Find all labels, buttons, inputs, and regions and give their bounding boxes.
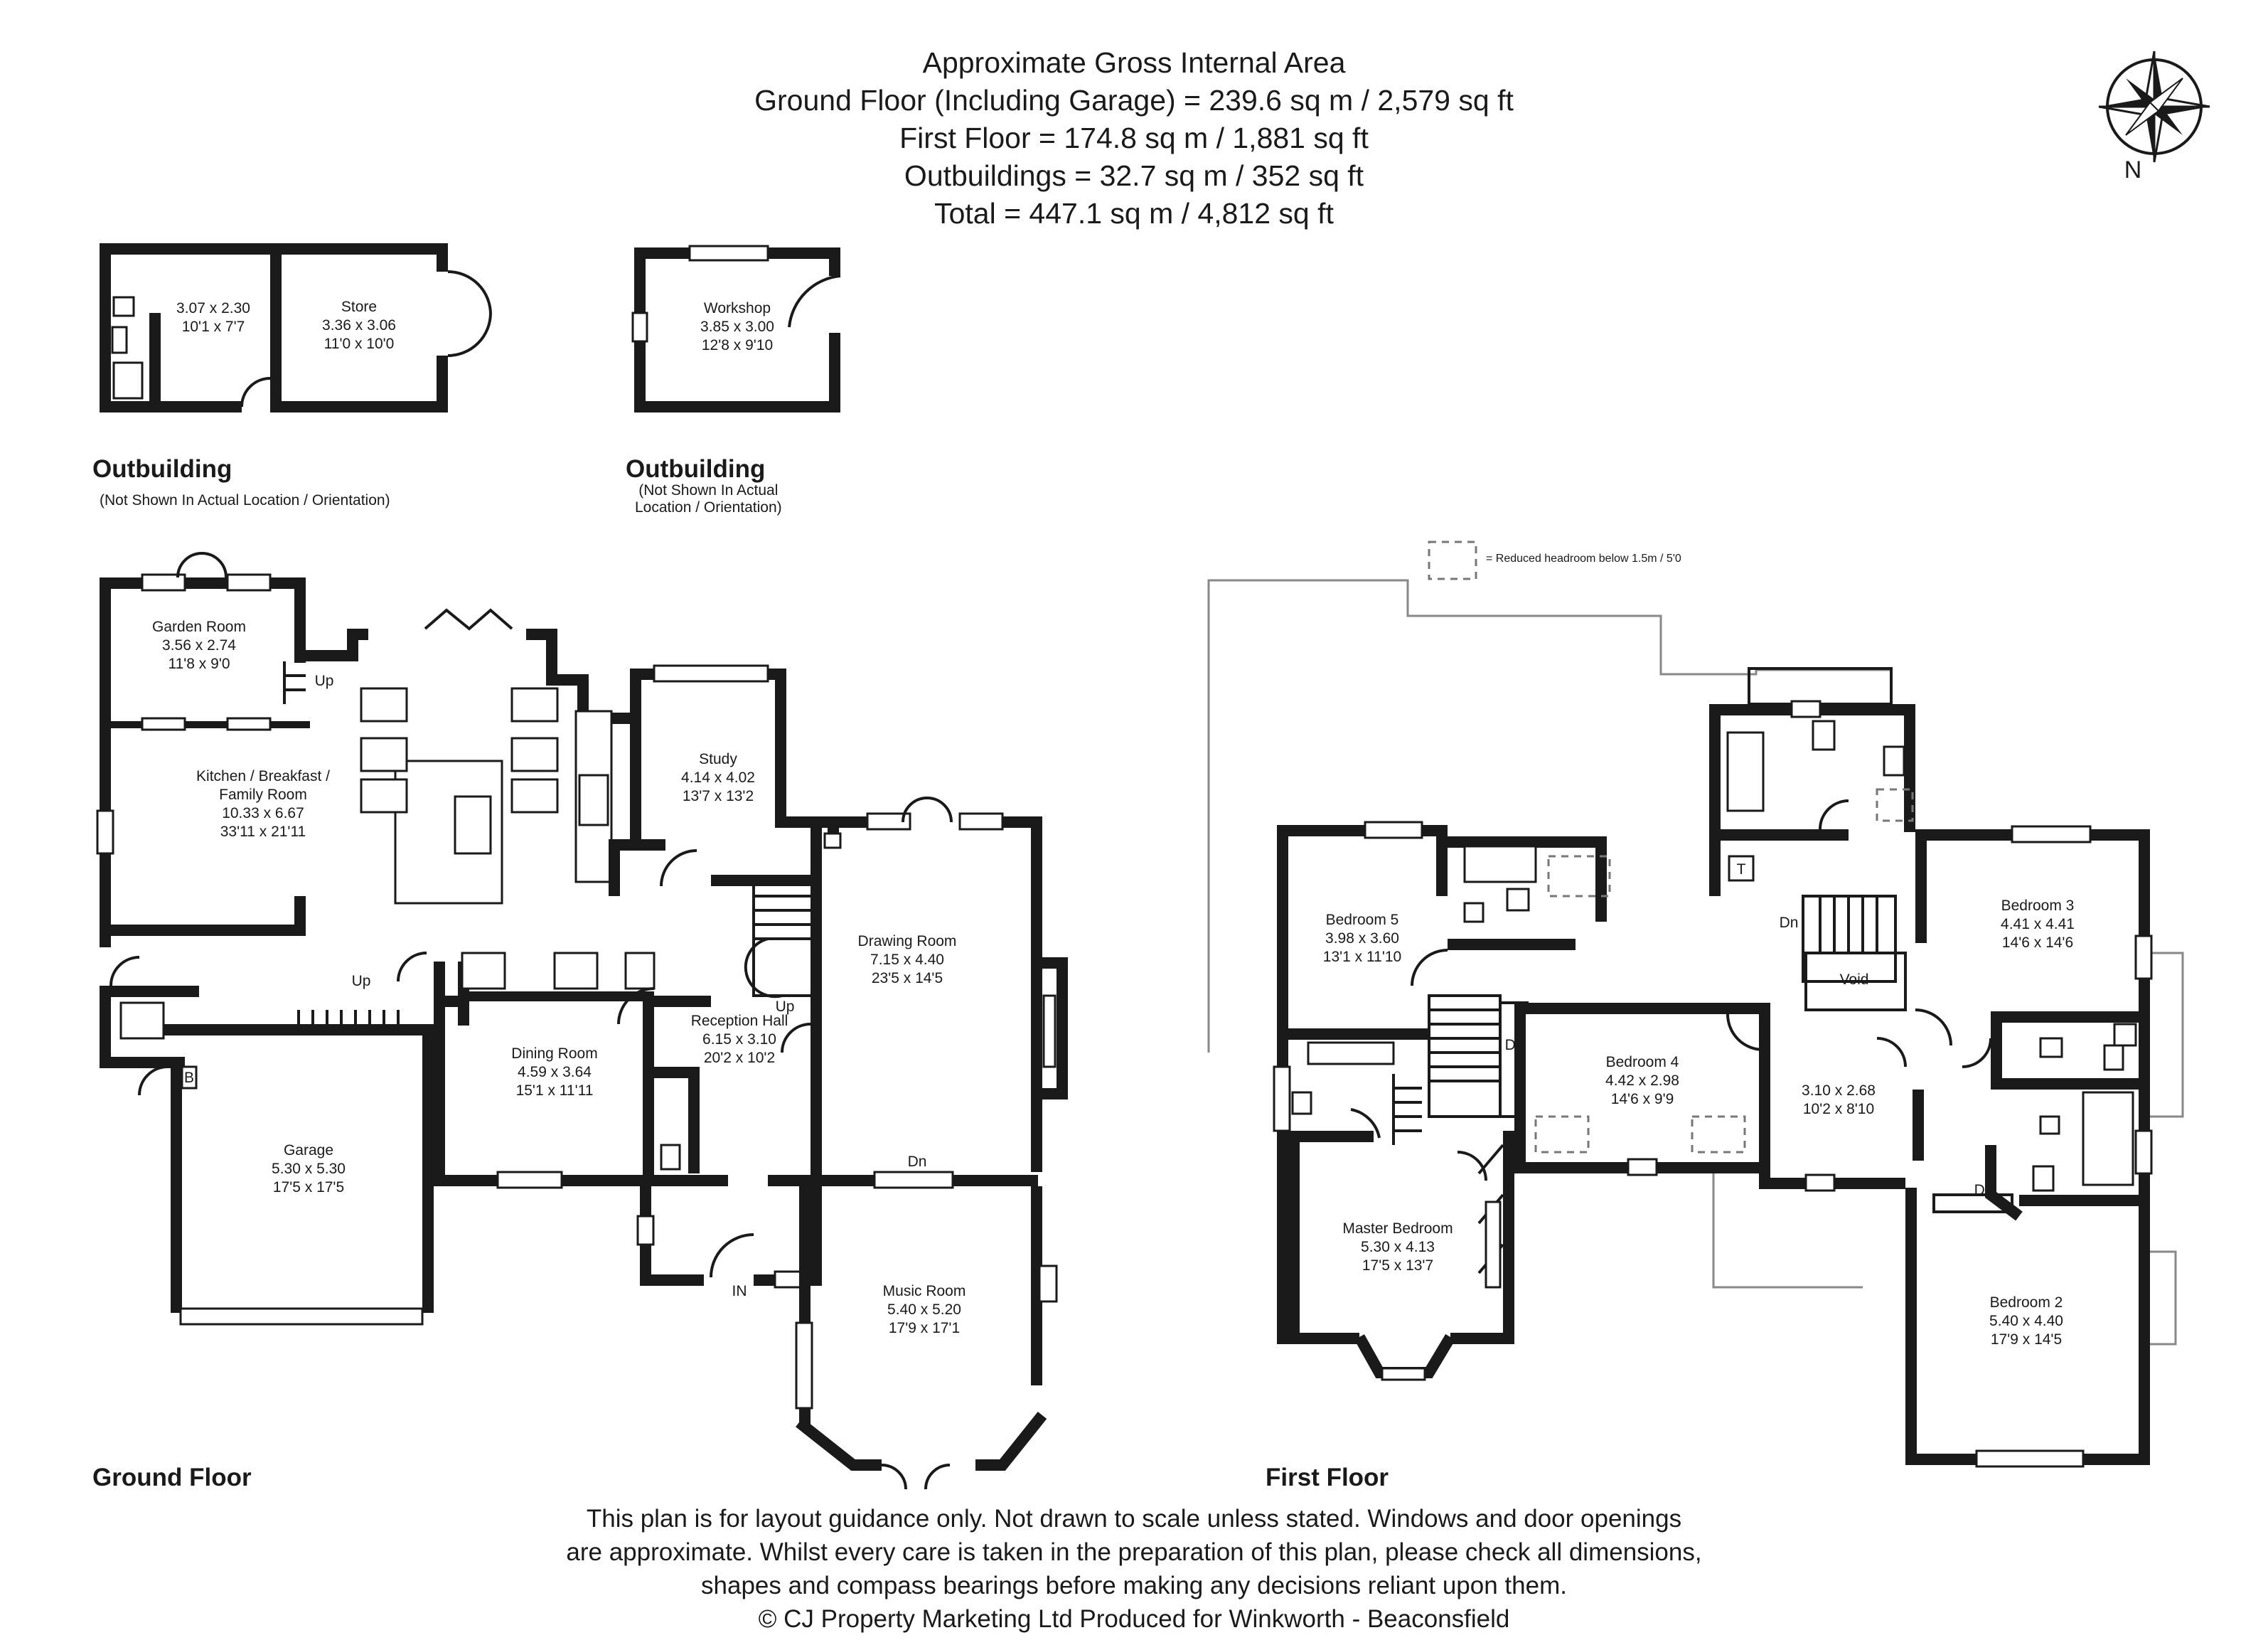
area-title: Approximate Gross Internal Area — [922, 46, 1346, 79]
garden-room-label: Garden Room — [152, 619, 246, 635]
garden-room-up-label: Up — [315, 673, 334, 689]
disclaimer-line1: This plan is for layout guidance only. N… — [586, 1505, 1682, 1533]
outbuilding-1-room-metric: 3.07 x 2.30 — [176, 300, 250, 316]
bedroom5-imperial: 13'1 x 11'10 — [1323, 949, 1401, 965]
drawing-room-label: Drawing Room — [858, 933, 957, 949]
store-metric: 3.36 x 3.06 — [322, 317, 396, 334]
bedroom4-metric: 4.42 x 2.98 — [1605, 1072, 1679, 1089]
tank-label: T — [1737, 861, 1746, 878]
dining-room-label: Dining Room — [511, 1045, 597, 1062]
utility-up-label: Up — [352, 973, 371, 989]
area-summary: Approximate Gross Internal Area Ground F… — [0, 44, 2268, 233]
first-floor-dn-label-1: Dn — [1505, 1037, 1524, 1053]
outbuilding-2-plan — [631, 245, 841, 412]
master-bedroom-imperial: 17'5 x 13'7 — [1362, 1257, 1433, 1274]
drawing-room-metric: 7.15 x 4.40 — [870, 952, 944, 968]
garage-imperial: 17'5 x 17'5 — [273, 1179, 344, 1196]
copyright-line: © CJ Property Marketing Ltd Produced for… — [758, 1605, 1510, 1633]
reduced-headroom-legend-text: = Reduced headroom below 1.5m / 5'0 — [1486, 553, 1681, 565]
compass-rose-icon — [2098, 50, 2210, 163]
first-floor-dn-label-2: Dn — [1780, 915, 1799, 931]
bedroom3-label: Bedroom 3 — [2001, 898, 2075, 914]
reception-hall-metric: 6.15 x 3.10 — [702, 1031, 776, 1048]
outbuilding-1-plan — [100, 243, 492, 412]
study-metric: 4.14 x 4.02 — [681, 770, 755, 786]
outbuilding-2-note-line2: Location / Orientation) — [635, 499, 782, 516]
study-label: Study — [699, 751, 737, 767]
kitchen-label-line1: Kitchen / Breakfast / — [196, 768, 330, 784]
dining-room-metric: 4.59 x 3.64 — [518, 1064, 592, 1080]
garage-label: Garage — [284, 1142, 333, 1159]
store-label: Store — [341, 299, 377, 315]
bedroom2-imperial: 17'9 x 14'5 — [1991, 1331, 2062, 1348]
ground-floor-title: Ground Floor — [92, 1464, 252, 1491]
first-floor-dn-label-3: Dn — [1974, 1182, 1994, 1198]
kitchen-label-line2: Family Room — [219, 787, 307, 803]
outbuildings-area: Outbuildings = 32.7 sq m / 352 sq ft — [904, 159, 1364, 192]
outbuilding-1-note: (Not Shown In Actual Location / Orientat… — [100, 492, 390, 508]
outbuilding-1-title: Outbuilding — [92, 455, 232, 483]
boiler-label: B — [184, 1070, 194, 1086]
garage-metric: 5.30 x 5.30 — [272, 1161, 346, 1177]
hall-up-label: Up — [776, 999, 795, 1015]
garden-room-metric: 3.56 x 2.74 — [162, 637, 236, 654]
disclaimer: This plan is for layout guidance only. N… — [0, 1502, 2268, 1636]
workshop-metric: 3.85 x 3.00 — [700, 319, 774, 335]
workshop-label: Workshop — [704, 300, 771, 316]
music-room-imperial: 17'9 x 17'1 — [889, 1320, 960, 1336]
bedroom3-imperial: 14'6 x 14'6 — [2002, 935, 2073, 951]
bedroom4-label: Bedroom 4 — [1606, 1054, 1679, 1070]
bedroom3-metric: 4.41 x 4.41 — [2001, 916, 2075, 932]
bedroom4-imperial: 14'6 x 9'9 — [1611, 1091, 1674, 1107]
outbuilding-2-note: (Not Shown In Actual Location / Orientat… — [635, 482, 782, 516]
disclaimer-line3: shapes and compass bearings before makin… — [701, 1572, 1567, 1599]
dining-room-imperial: 15'1 x 11'11 — [516, 1082, 594, 1099]
reduced-headroom-legend-swatch — [1428, 541, 1477, 580]
landing-room-imperial: 10'2 x 8'10 — [1803, 1101, 1874, 1117]
entrance-in-label: IN — [732, 1283, 747, 1299]
drawing-room-dn-label: Dn — [908, 1154, 927, 1170]
kitchen-imperial: 33'11 x 21'11 — [220, 824, 306, 840]
outbuilding-2-title: Outbuilding — [626, 455, 766, 483]
store-imperial: 11'0 x 10'0 — [324, 336, 395, 352]
master-bedroom-metric: 5.30 x 4.13 — [1361, 1239, 1435, 1255]
bedroom5-label: Bedroom 5 — [1326, 912, 1399, 928]
bedroom2-label: Bedroom 2 — [1990, 1294, 2063, 1311]
workshop-imperial: 12'8 x 9'10 — [702, 337, 773, 353]
first-floor-area: First Floor = 174.8 sq m / 1,881 sq ft — [899, 122, 1369, 154]
bedroom5-metric: 3.98 x 3.60 — [1325, 930, 1399, 947]
drawing-room-imperial: 23'5 x 14'5 — [872, 970, 943, 986]
void-label: Void — [1840, 971, 1869, 988]
ground-floor-area: Ground Floor (Including Garage) = 239.6 … — [754, 84, 1514, 117]
garden-room-imperial: 11'8 x 9'0 — [168, 656, 230, 672]
reception-hall-label: Reception Hall — [691, 1013, 788, 1029]
first-floor-plan — [1207, 579, 2184, 1468]
compass-north-label: N — [2124, 156, 2142, 183]
outbuilding-2-note-line1: (Not Shown In Actual — [638, 482, 779, 499]
outbuilding-1-room-imperial: 10'1 x 7'7 — [182, 319, 245, 335]
kitchen-metric: 10.33 x 6.67 — [222, 805, 304, 821]
music-room-metric: 5.40 x 5.20 — [887, 1301, 961, 1318]
ground-floor-plan — [96, 552, 1068, 1490]
study-imperial: 13'7 x 13'2 — [683, 788, 754, 804]
music-room-label: Music Room — [883, 1283, 966, 1299]
first-floor-title: First Floor — [1266, 1464, 1389, 1491]
total-area: Total = 447.1 sq m / 4,812 sq ft — [934, 197, 1334, 230]
disclaimer-line2: are approximate. Whilst every care is ta… — [566, 1538, 1702, 1566]
master-bedroom-label: Master Bedroom — [1342, 1220, 1453, 1237]
reception-hall-imperial: 20'2 x 10'2 — [704, 1050, 775, 1066]
bedroom2-metric: 5.40 x 4.40 — [1989, 1313, 2063, 1329]
landing-room-metric: 3.10 x 2.68 — [1802, 1082, 1876, 1099]
